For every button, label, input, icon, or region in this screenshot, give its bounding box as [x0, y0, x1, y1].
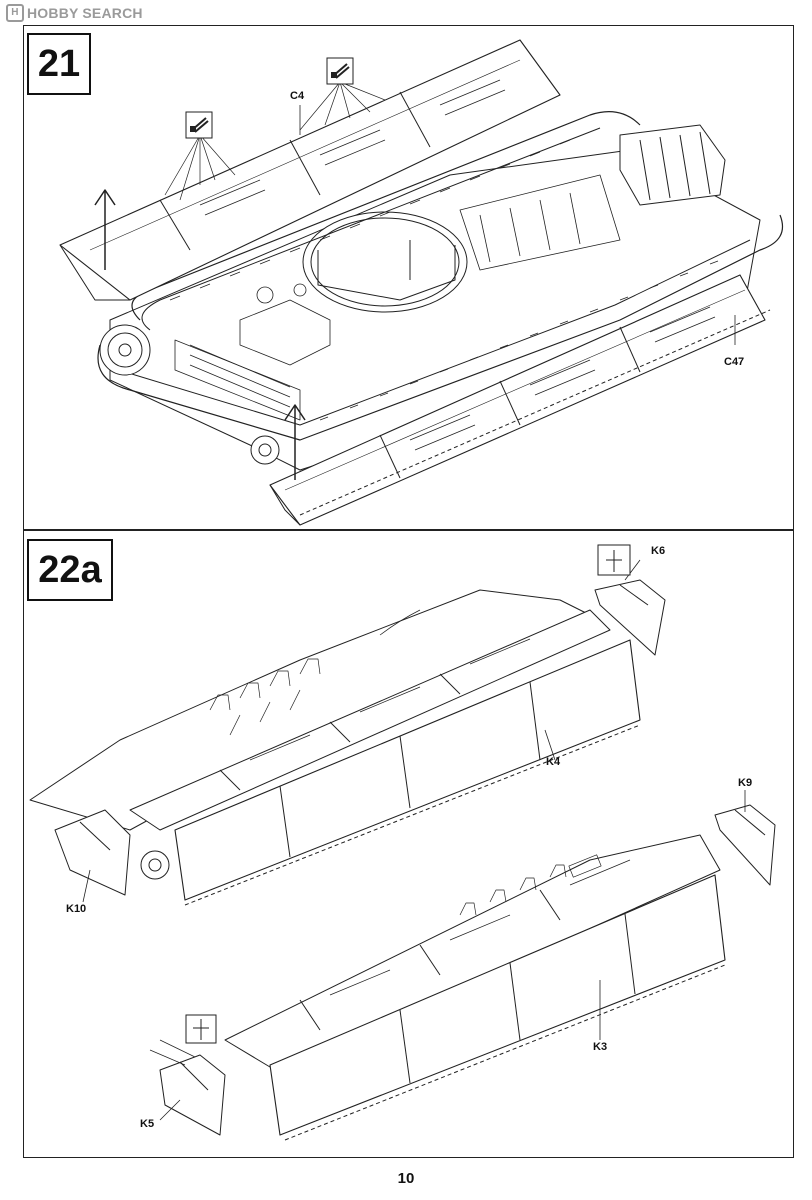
watermark-text: HOBBY SEARCH [27, 5, 143, 21]
watermark-logo: H [6, 4, 24, 22]
part-label-k4: K4 [546, 756, 561, 768]
cement-icon [185, 1014, 217, 1044]
step-number-21: 21 [27, 33, 91, 95]
part-label-k6: K6 [651, 545, 666, 557]
glue-icon [326, 57, 354, 85]
watermark: H HOBBY SEARCH [6, 4, 143, 22]
part-label-k10: K10 [66, 903, 87, 915]
part-label-k5: K5 [140, 1118, 155, 1130]
page-number: 10 [397, 1170, 415, 1187]
glue-icon [185, 111, 213, 139]
part-label-k9: K9 [738, 777, 753, 789]
step-number-text: 22a [38, 548, 102, 591]
cement-icon [597, 544, 631, 576]
step-number-22a: 22a [27, 539, 113, 601]
part-label-c4: C4 [290, 90, 305, 102]
step-number-text: 21 [37, 42, 81, 85]
part-label-c47: C47 [724, 356, 745, 368]
part-label-k3: K3 [593, 1041, 608, 1053]
